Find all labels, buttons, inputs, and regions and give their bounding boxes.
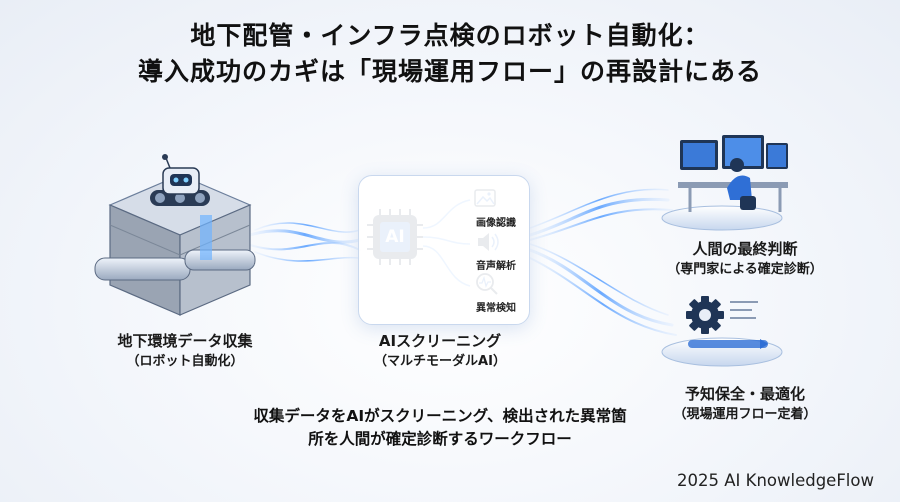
node-predictive-maintenance: 予知保全・最適化 （現場運用フロー定着） (640, 383, 850, 425)
node-human-judgment: 人間の最終判断 （専門家による確定診断） (640, 238, 850, 280)
function-label-image: 画像認識 (476, 218, 516, 229)
node-predictive-maintenance-sub: （現場運用フロー定着） (673, 407, 817, 422)
node-ai-screening-sub: （マルチモーダルAI） (374, 354, 506, 369)
workflow-caption: 収集データをAIがスクリーニング、検出された異常箇 所を人間が確定診断するワーク… (240, 405, 640, 451)
caption-line-1: 収集データをAIがスクリーニング、検出された異常箇 (253, 407, 627, 425)
node-human-judgment-sub: （専門家による確定診断） (667, 262, 823, 277)
function-label-sound: 音声解析 (476, 261, 516, 272)
node-ai-screening: AIスクリーニング （マルチモーダルAI） (340, 330, 540, 372)
node-data-collection: 地下環境データ収集 （ロボット自動化） (80, 330, 290, 372)
robot-icon (150, 154, 210, 206)
node-ai-screening-main: AIスクリーニング (378, 332, 502, 350)
flow-stream-to-ai (248, 222, 362, 262)
ai-chip-label: AI (385, 227, 405, 247)
caption-line-2: 所を人間が確定診断するワークフロー (308, 430, 572, 448)
node-predictive-maintenance-main: 予知保全・最適化 (684, 385, 805, 403)
flow-stream-to-maintenance (528, 243, 677, 336)
footer-credit: 2025 AI KnowledgeFlow (676, 471, 874, 490)
page-title: 地下配管・インフラ点検のロボット自動化： 導入成功のカギは「現場運用フロー」の再… (0, 18, 900, 90)
node-human-judgment-main: 人間の最終判断 (692, 240, 798, 258)
ai-screening-box: 画像認識 音声解析 異常検知 (358, 175, 530, 325)
node-data-collection-main: 地下環境データ収集 (117, 332, 253, 350)
title-line-2: 導入成功のカギは「現場運用フロー」の再設計にある (137, 57, 762, 86)
function-label-anomaly: 異常検知 (476, 303, 516, 314)
operator-desk-icon (661, 135, 788, 231)
title-line-1: 地下配管・インフラ点検のロボット自動化： (190, 21, 710, 50)
node-data-collection-sub: （ロボット自動化） (126, 354, 244, 369)
flow-stream-to-human (528, 188, 673, 241)
gear-icon (661, 296, 783, 367)
